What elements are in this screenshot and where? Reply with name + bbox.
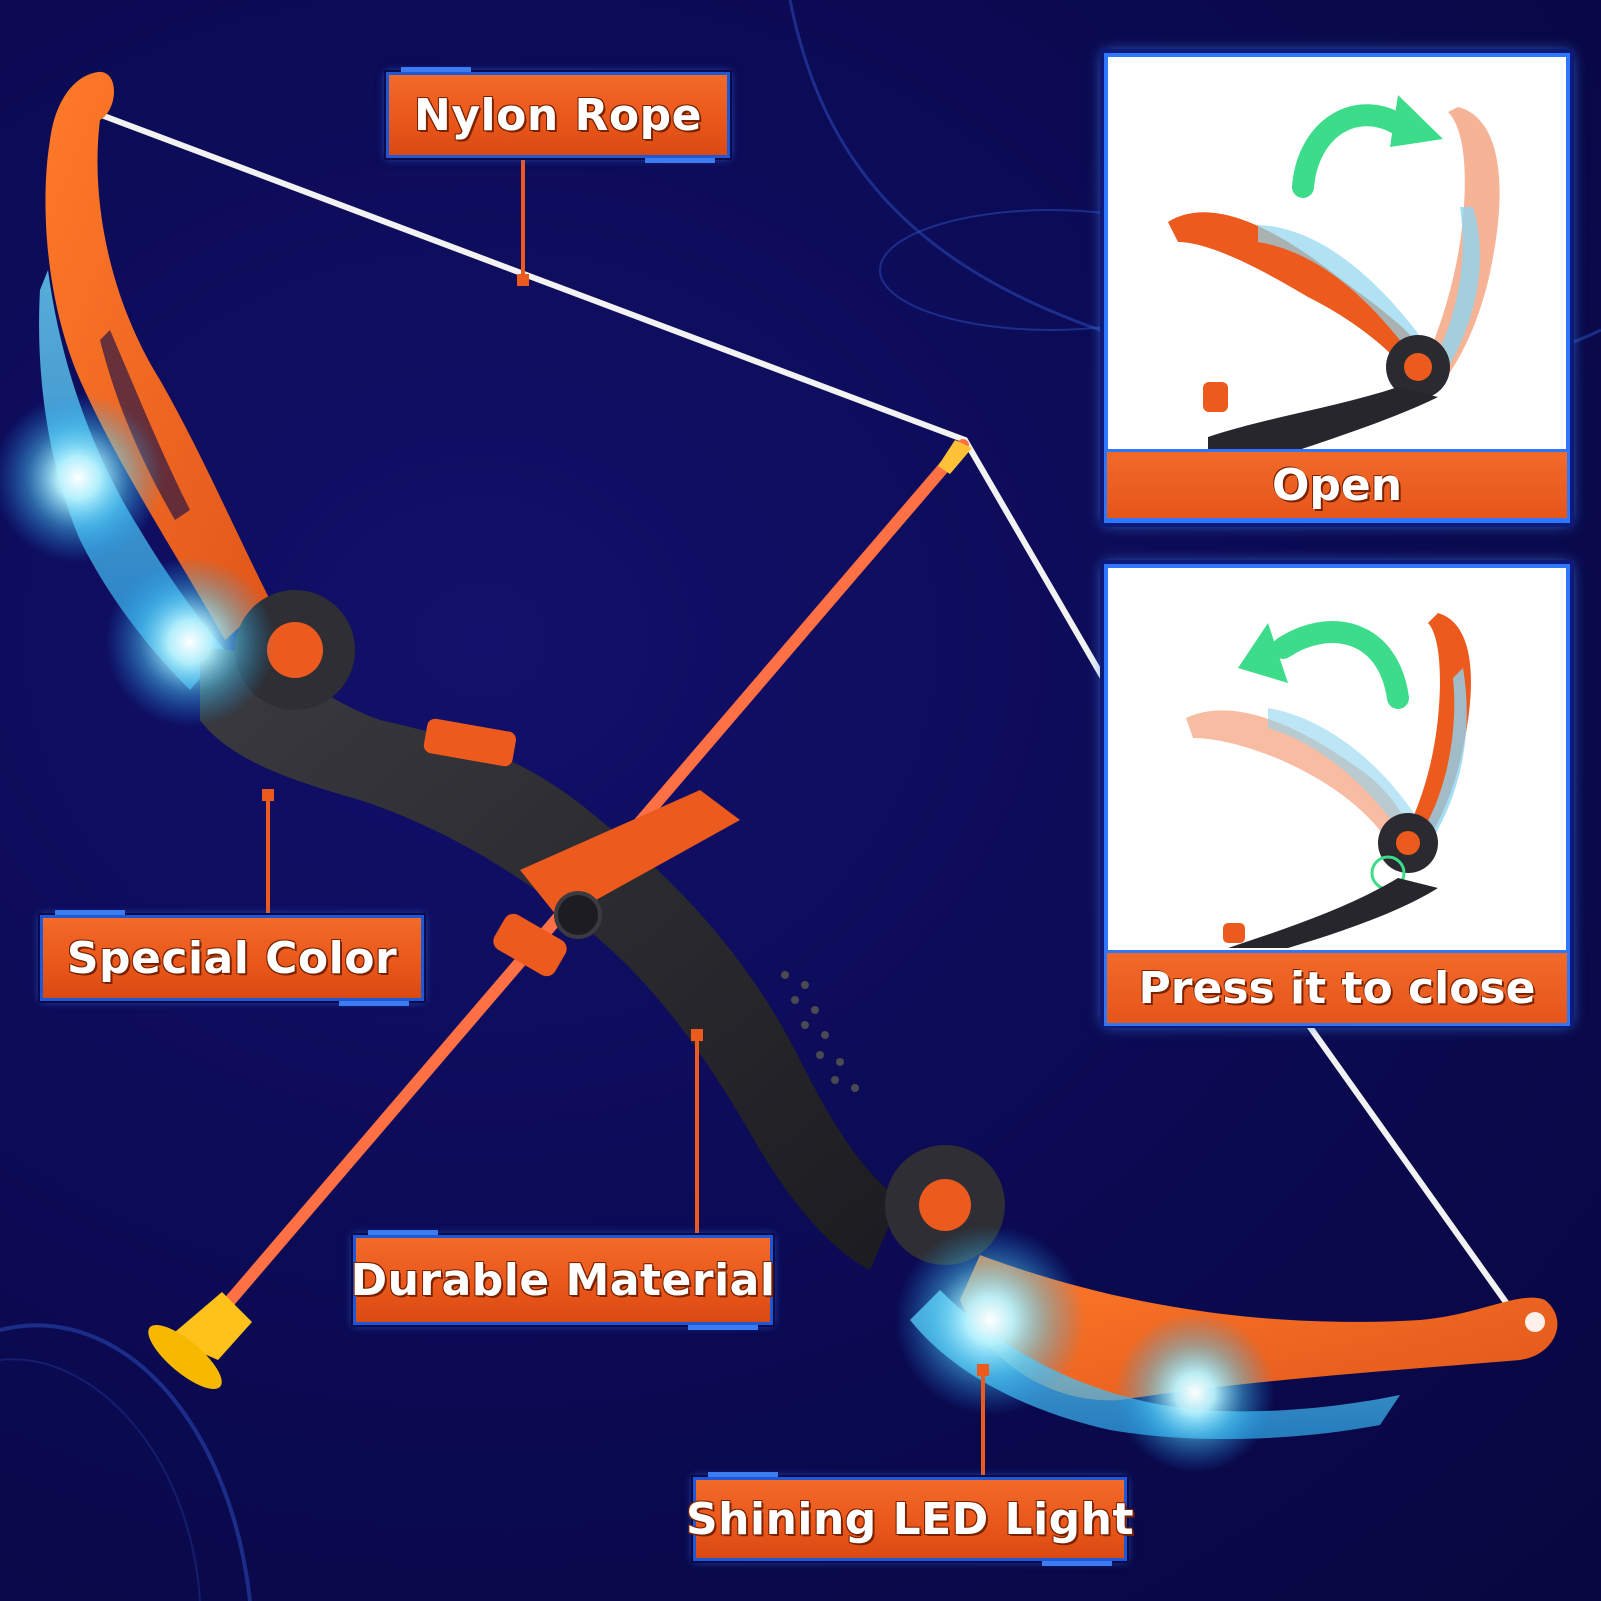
open-caption-text: Open bbox=[1271, 459, 1403, 511]
nylon-rope-label: Nylon Rope bbox=[386, 67, 730, 163]
close-bow-diagram bbox=[1186, 613, 1471, 948]
shining-led-light-text: Shining LED Light bbox=[685, 1493, 1135, 1545]
close-caption-text: Press it to close bbox=[1138, 962, 1536, 1014]
open-caption-bar: Open bbox=[1104, 449, 1570, 521]
close-caption-bar: Press it to close bbox=[1104, 950, 1570, 1026]
shining-led-light-label: Shining LED Light bbox=[686, 1472, 1134, 1566]
led-glows bbox=[0, 393, 1275, 1473]
close-panel: Press it to close bbox=[1104, 564, 1570, 1026]
nylon-rope-text: Nylon Rope bbox=[414, 89, 702, 141]
open-panel: Open bbox=[1104, 53, 1570, 523]
special-color-label: Special Color bbox=[40, 910, 424, 1006]
bow-riser bbox=[200, 590, 1005, 1270]
special-color-text: Special Color bbox=[66, 932, 398, 984]
durable-material-label: Durable Material bbox=[350, 1230, 776, 1330]
open-bow-diagram bbox=[1168, 95, 1500, 457]
durable-material-text: Durable Material bbox=[350, 1254, 776, 1306]
callout-lines bbox=[266, 155, 985, 1475]
